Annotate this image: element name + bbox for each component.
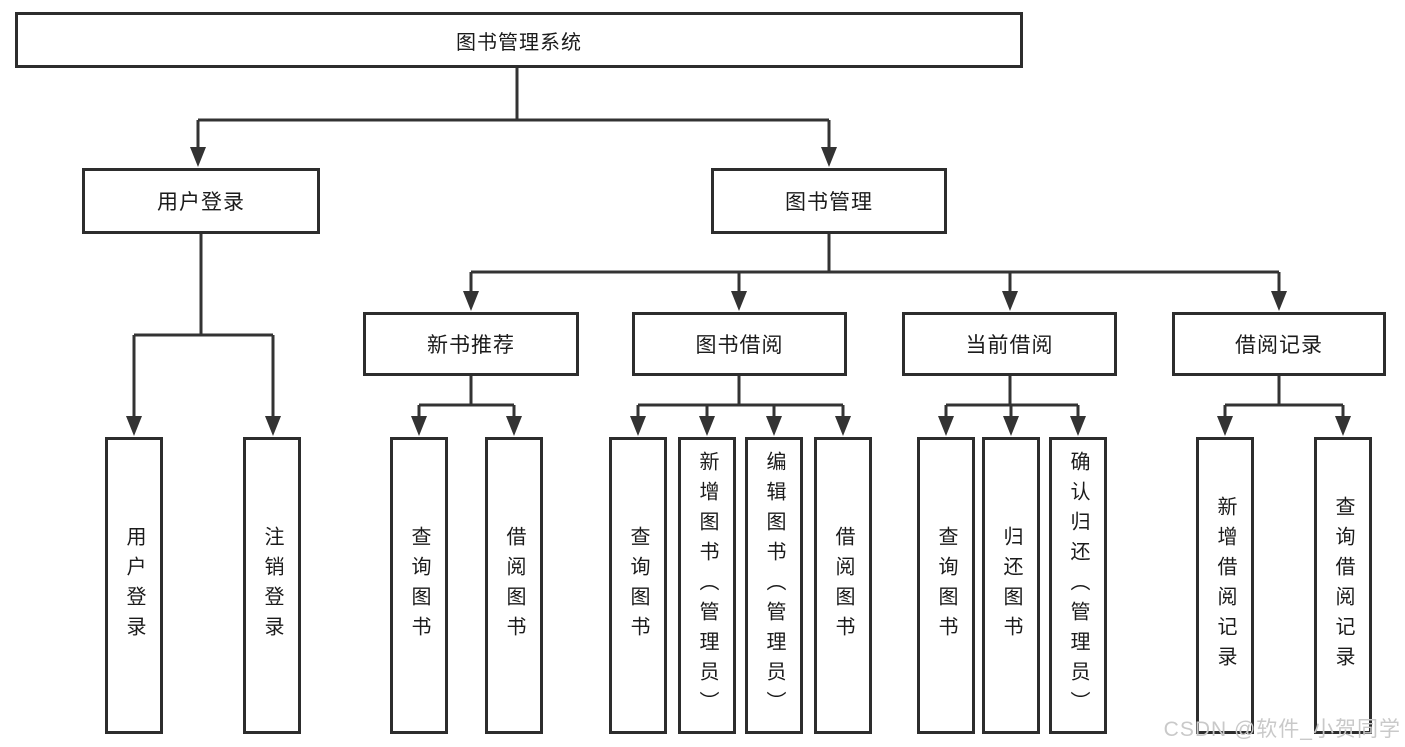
node-book-borrow: 图书借阅 (632, 312, 847, 376)
leaf-return-books: 归还图书 (982, 437, 1040, 734)
node-current-borrow: 当前借阅 (902, 312, 1117, 376)
leaf-confirm-return-admin: 确认归还（管理员） (1049, 437, 1107, 734)
node-library-management-system: 图书管理系统 (15, 12, 1023, 68)
leaf-logout: 注销登录 (243, 437, 301, 734)
arrowheads (126, 147, 1351, 436)
leaf-add-borrow-record: 新增借阅记录 (1196, 437, 1254, 734)
leaf-borrow-books: 借阅图书 (814, 437, 872, 734)
node-user-login: 用户登录 (82, 168, 320, 234)
leaf-borrow-books-recommend: 借阅图书 (485, 437, 543, 734)
node-book-management: 图书管理 (711, 168, 947, 234)
node-new-book-recommendation: 新书推荐 (363, 312, 579, 376)
leaf-edit-books-admin: 编辑图书（管理员） (745, 437, 803, 734)
leaf-add-books-admin: 新增图书（管理员） (678, 437, 736, 734)
leaf-user-login: 用户登录 (105, 437, 163, 734)
csdn-watermark: CSDN @软件_小贺同学 (1163, 718, 1401, 741)
leaf-query-books-recommend: 查询图书 (390, 437, 448, 734)
leaf-query-books-borrow: 查询图书 (609, 437, 667, 734)
leaf-query-borrow-record: 查询借阅记录 (1314, 437, 1372, 734)
leaf-query-books-current: 查询图书 (917, 437, 975, 734)
node-borrow-records: 借阅记录 (1172, 312, 1386, 376)
